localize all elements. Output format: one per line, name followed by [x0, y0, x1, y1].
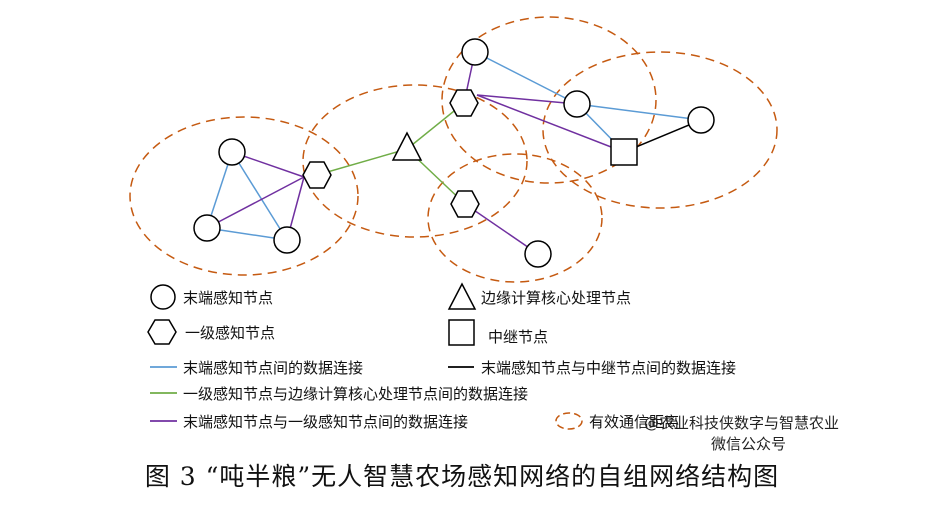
legend-terminal-terminal-link-label: 末端感知节点间的数据连接 [183, 359, 363, 377]
link-primary-edge [316, 148, 408, 176]
primary-node [450, 190, 480, 218]
terminal-node [524, 240, 552, 268]
primary-node [302, 161, 332, 189]
edge-node [391, 131, 423, 161]
terminal-node [218, 138, 246, 166]
link-terminal-terminal [474, 51, 578, 105]
watermark-line2: 微信公众号 [711, 435, 786, 453]
link-terminal-primary [476, 94, 578, 105]
link-terminal-primary [206, 176, 305, 229]
legend-circle-icon [150, 284, 176, 310]
terminal-node [687, 106, 715, 134]
range-ellipse-right [542, 51, 778, 209]
terminal-node [193, 214, 221, 242]
range-ellipse-center [302, 84, 528, 238]
legend-primary-node-label: 一级感知节点 [185, 324, 275, 342]
link-terminal-terminal [576, 103, 702, 121]
relay-node [610, 138, 638, 166]
range-ellipse-bottom [427, 153, 603, 283]
link-terminal-primary [476, 94, 625, 153]
link-terminal-primary [464, 203, 539, 255]
figure-caption: 图 3 “吨半粮”无人智慧农场感知网络的自组网络结构图 [145, 462, 779, 491]
range-ellipse-left [129, 116, 359, 276]
legend-triangle-icon [447, 282, 477, 310]
link-terminal-terminal [231, 151, 288, 241]
legend-primary-edge-link-label: 一级感知节点与边缘计算核心处理节点间的数据连接 [183, 385, 528, 403]
legend-terminal-node-label: 末端感知节点 [183, 289, 273, 307]
legend-terminal-primary-link-label: 末端感知节点与一级感知节点间的数据连接 [183, 413, 468, 431]
legend: 末端感知节点 边缘计算核心处理节点 一级感知节点 中继节点 末端感知节点间的数据… [147, 282, 736, 431]
legend-range-label: 有效通信距离 [589, 413, 679, 431]
legend-relay-node-label: 中继节点 [488, 328, 548, 346]
legend-terminal-relay-link-label: 末端感知节点与中继节点间的数据连接 [481, 359, 736, 377]
legend-square-icon [448, 319, 475, 346]
legend-range-icon [555, 412, 583, 430]
primary-node [449, 89, 479, 117]
watermark-line1: @农业科技侠数字与智慧农业 [644, 414, 839, 432]
legend-edge-node-label: 边缘计算核心处理节点 [481, 289, 631, 307]
range-ellipse-top [441, 16, 657, 184]
terminal-node [273, 226, 301, 254]
legend-hexagon-icon [147, 319, 177, 345]
terminal-node [461, 38, 489, 66]
terminal-node [563, 90, 591, 118]
